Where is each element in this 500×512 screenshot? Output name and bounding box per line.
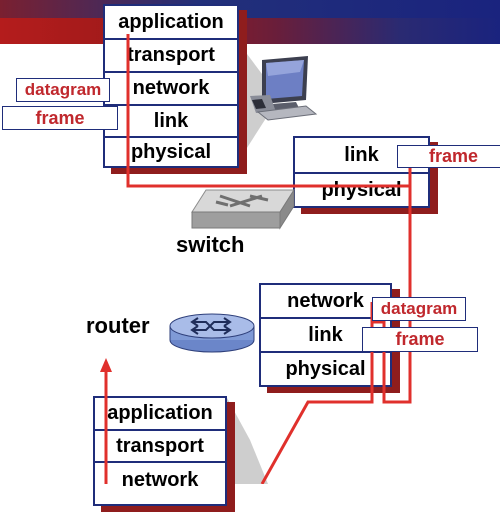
bottom-host-stack: application transport network: [93, 396, 235, 512]
datagram-tag-router: datagram: [372, 297, 466, 321]
switch-layer-physical: physical: [321, 178, 402, 201]
layer-transport: transport: [105, 40, 237, 73]
frame-tag-switch: frame: [397, 145, 500, 168]
layer-physical: physical: [130, 140, 212, 163]
datagram-tag-left: datagram: [16, 78, 110, 102]
layer-link: link: [105, 106, 237, 138]
bottom-layer-network: network: [121, 468, 199, 491]
bottom-layer-application: application: [95, 398, 225, 431]
switch-label: switch: [176, 232, 245, 257]
router-label: router: [86, 313, 150, 338]
bottom-layer-transport: transport: [95, 431, 225, 463]
router-layer-network: network: [261, 285, 390, 319]
router-layer-physical: physical: [285, 357, 366, 380]
top-host-stack: application transport network link physi…: [103, 4, 247, 174]
layer-network: network: [105, 73, 237, 106]
connector-shading: [226, 42, 268, 484]
layer-application: application: [105, 6, 237, 40]
frame-tag-left: frame: [2, 106, 118, 130]
frame-tag-router: frame: [362, 327, 478, 352]
